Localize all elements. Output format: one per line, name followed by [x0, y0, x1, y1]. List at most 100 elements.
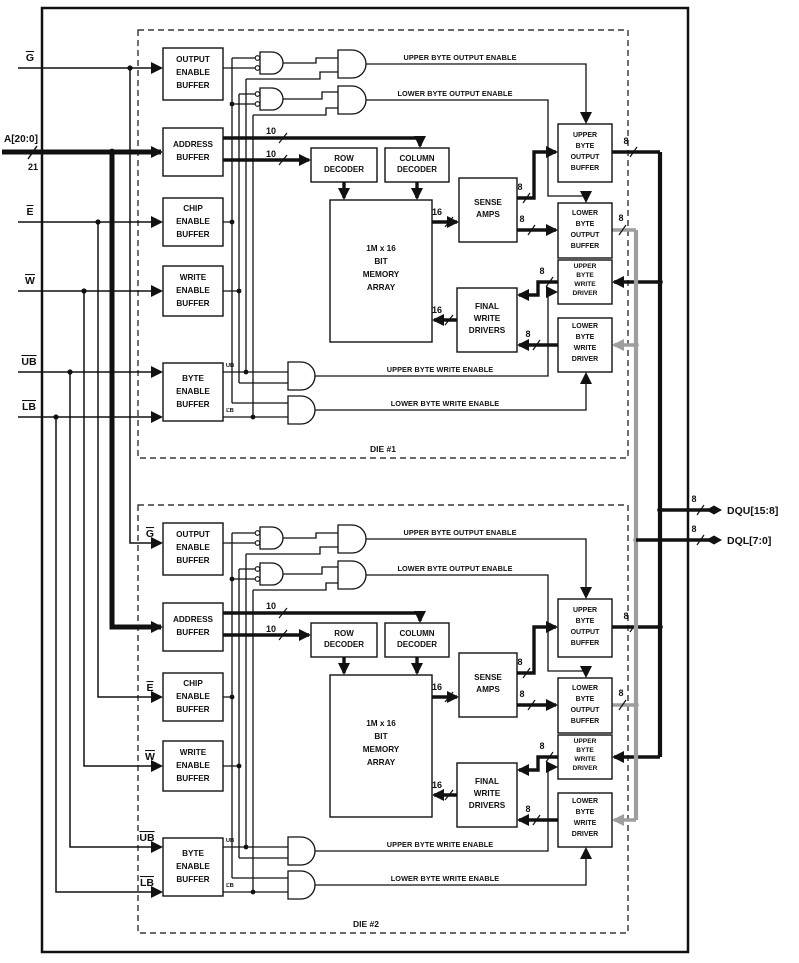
bus-width-8: 8 [691, 524, 696, 534]
e-pin-line-die2 [97, 222, 163, 703]
junction-dot [95, 219, 101, 225]
lb-pin-line-die2 [55, 417, 163, 898]
address-buffer-label: ADDRESS [173, 140, 214, 149]
lb-tap-label: LB [226, 408, 234, 414]
die-1-group: OUTPUT ENABLE BUFFER ADDRESS BUFFER CHIP… [137, 29, 660, 459]
chip-enable-buffer-label: ENABLE [176, 217, 210, 226]
output-enable-buffer-label: ENABLE [176, 68, 210, 77]
ub-pin-label: UB [21, 356, 37, 368]
bus-width-16: 16 [432, 207, 442, 217]
byte-enable-buffer-box [162, 362, 224, 422]
memory-array-label: ARRAY [367, 283, 396, 292]
byte-enable-buffer-label: BYTE [182, 374, 204, 383]
bus-width-8: 8 [623, 136, 628, 146]
chip-enable-buffer-label: BUFFER [176, 230, 209, 239]
die-dashed-border [137, 29, 629, 459]
junction-dot [108, 148, 116, 156]
nand-gate-output-enable-1 [259, 51, 284, 75]
wire-lower-byte-write-enable [315, 372, 592, 411]
ub-pin-label-die2: UB [139, 832, 155, 844]
column-decoder-label: COLUMN [399, 154, 434, 163]
bus-width-8: 8 [517, 182, 522, 192]
wire-gate2-out [283, 91, 338, 100]
bus-width-10: 10 [266, 126, 276, 136]
gate-input-bubble [254, 101, 261, 107]
chip-enable-buffer-box [162, 197, 224, 247]
junction-dot [633, 342, 639, 348]
and-gate-lower-output-enable [337, 85, 367, 115]
lower-byte-output-buffer-box [557, 202, 613, 259]
g-pin-line-die2 [129, 68, 163, 549]
bus-width-10: 10 [266, 149, 276, 159]
write-enable-buffer-label: WRITE [180, 273, 207, 282]
lower-byte-output-buffer-label: LOWER [572, 210, 598, 217]
die2-label: DIE #2 [353, 919, 379, 929]
byte-enable-buffer-label: ENABLE [176, 387, 210, 396]
byte-enable-buffer-label: BUFFER [176, 400, 209, 409]
gate-input-bubble [254, 55, 261, 61]
g-pin-label-die2: G [146, 528, 154, 540]
lb-pin-label: LB [22, 401, 36, 413]
sense-amps-label: AMPS [476, 210, 500, 219]
column-decoder-box [384, 147, 450, 183]
lower-byte-write-driver-box [557, 317, 613, 373]
wire-upper-byte-output-enable [366, 63, 592, 124]
bus-width-8: 8 [525, 329, 530, 339]
sense-amps-box [458, 177, 518, 243]
wire-control-rails [223, 57, 338, 417]
lower-byte-output-buffer-label: BUFFER [571, 243, 599, 250]
upper-byte-output-buffer-label: OUTPUT [571, 154, 601, 161]
a-bus-line-die2 [109, 152, 163, 633]
upper-byte-write-driver-box [557, 259, 613, 305]
wire-upper-byte-write-enable [315, 286, 558, 377]
chip-enable-buffer-label: CHIP [183, 204, 203, 213]
wire-lower-byte-output-enable [366, 99, 592, 203]
junction-dot [657, 624, 663, 630]
upper-byte-output-buffer-label: BYTE [576, 143, 595, 150]
w-pin-label: W [25, 275, 35, 287]
junction-dot [243, 369, 249, 375]
lower-byte-output-buffer-label: BYTE [576, 221, 595, 228]
e-pin-label-die2: E [146, 682, 153, 694]
upper-byte-output-buffer-box [557, 123, 613, 183]
row-decoder-label: ROW [334, 154, 354, 163]
junction-dot [81, 288, 87, 294]
output-enable-buffer-label: OUTPUT [176, 55, 210, 64]
bus-width-16: 16 [432, 305, 442, 315]
nand-gate-output-enable-2 [259, 87, 284, 111]
gate-input-bubble [254, 91, 261, 97]
dql-arrow-left [706, 535, 714, 545]
bus-width-slashes [278, 132, 638, 351]
upper-byte-output-buffer-label: BUFFER [571, 165, 599, 172]
and-gate-upper-write-enable [287, 361, 316, 391]
column-decoder-label: DECODER [397, 165, 437, 174]
gate-input-bubble [254, 65, 261, 71]
and-gate-lower-write-enable [287, 395, 316, 425]
lower-byte-write-driver-label: BYTE [576, 334, 595, 341]
bus-width-8: 8 [618, 213, 623, 223]
row-decoder-box [310, 147, 378, 183]
g-pin-label: G [26, 52, 34, 64]
and-gate-upper-output-enable [337, 49, 367, 79]
junction-dot [229, 101, 235, 107]
lb-pin-label-die2: LB [140, 877, 154, 889]
lower-byte-write-enable-label: LOWER BYTE WRITE ENABLE [391, 399, 500, 408]
wire-gate1-out [283, 57, 338, 64]
upper-byte-write-driver-label: BYTE [576, 272, 594, 279]
write-enable-buffer-box [162, 265, 224, 317]
a-bus-width-slash [27, 145, 38, 160]
bus-width-8: 8 [691, 494, 696, 504]
lower-byte-output-buffer-label: OUTPUT [571, 232, 601, 239]
output-enable-buffer-box [162, 47, 224, 101]
final-write-drivers-label: WRITE [474, 314, 501, 323]
upper-byte-write-enable-label: UPPER BYTE WRITE ENABLE [387, 365, 494, 374]
final-write-drivers-label: DRIVERS [469, 326, 506, 335]
lower-byte-write-driver-label: DRIVER [572, 356, 598, 363]
upper-byte-output-buffer-label: UPPER [573, 132, 597, 139]
junction-dot [657, 279, 663, 285]
final-write-drivers-box [456, 287, 518, 353]
bus-upper-write-driver-to-final [517, 280, 558, 301]
w-pin-line-die2 [83, 291, 163, 772]
memory-array-label: BIT [374, 257, 387, 266]
address-buffer-box [162, 127, 224, 177]
